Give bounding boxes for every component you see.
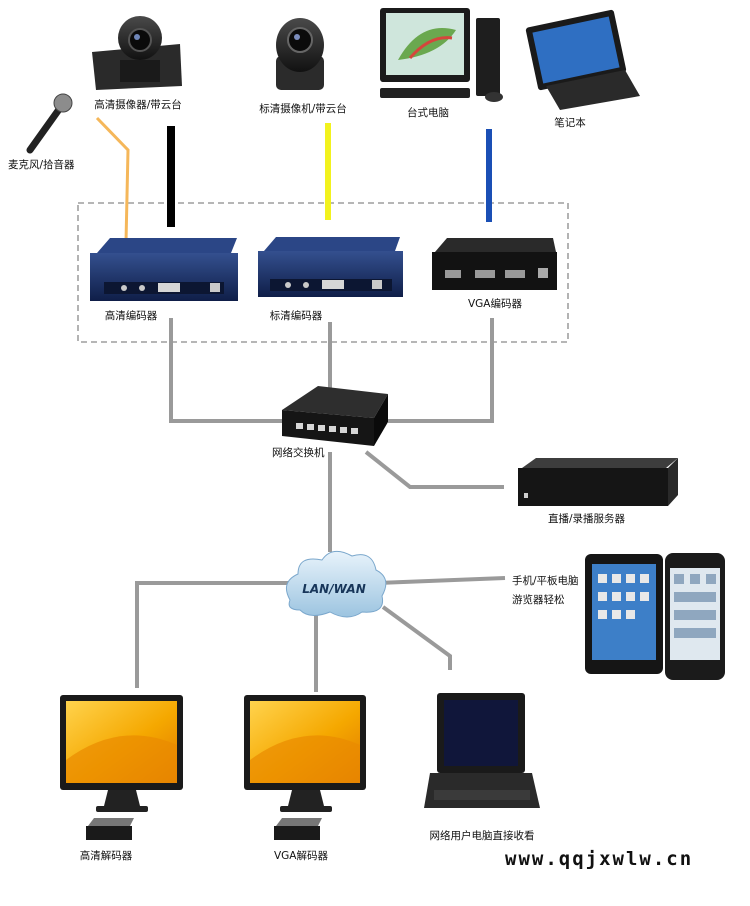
network-cables [135, 318, 506, 692]
laptop-icon [525, 9, 640, 110]
hd-camera-label: 高清摄像器/带云台 [94, 99, 182, 111]
encoder-group-box [77, 202, 569, 343]
stream-server-label: 直播/录播服务器 [548, 513, 626, 525]
cloud-label: LAN/WAN [302, 582, 366, 596]
tablet-icon [585, 554, 663, 674]
phone-icon [665, 553, 725, 680]
mic-cable [95, 116, 130, 243]
mobile-label-line1: 手机/平板电脑 [512, 575, 579, 587]
sd-camera-label: 标清摄像机/带云台 [259, 103, 347, 115]
hd-decoder-icon [86, 818, 134, 840]
mobile-label-line2: 游览器轻松 [512, 594, 565, 606]
microphone-label: 麦克风/拾音器 [8, 159, 75, 171]
laptop-label: 笔记本 [554, 117, 586, 129]
vga-encoder-icon [432, 238, 557, 290]
vga-decoder-icon [274, 818, 322, 840]
hd-encoder-label: 高清编码器 [104, 310, 158, 322]
viewer-laptop-icon [424, 693, 540, 808]
network-switch-icon [282, 386, 388, 446]
cloud-icon: LAN/WAN [285, 550, 387, 618]
hd-camera-icon [92, 16, 182, 90]
website-url[interactable]: www.qqjxwlw.cn [505, 848, 694, 870]
stream-server-icon [518, 458, 678, 506]
desktop-pc-icon [380, 8, 503, 102]
network-switch-label: 网络交换机 [272, 447, 325, 459]
vga-decoder-label: VGA解码器 [273, 850, 329, 862]
hd-decoder-label: 高清解码器 [79, 850, 133, 862]
monitor-icon-2 [244, 695, 366, 812]
sd-encoder-icon [258, 237, 403, 297]
microphone-icon [26, 93, 73, 154]
monitor-icon-1 [60, 695, 183, 812]
vga-encoder-label: VGA编码器 [467, 298, 523, 310]
hd-encoder-icon [90, 238, 238, 301]
sd-encoder-label: 标清编码器 [269, 310, 323, 322]
sd-camera-icon [276, 18, 324, 90]
viewer-laptop-label: 网络用户电脑直接收看 [429, 830, 535, 842]
desktop-pc-label: 台式电脑 [407, 107, 449, 119]
